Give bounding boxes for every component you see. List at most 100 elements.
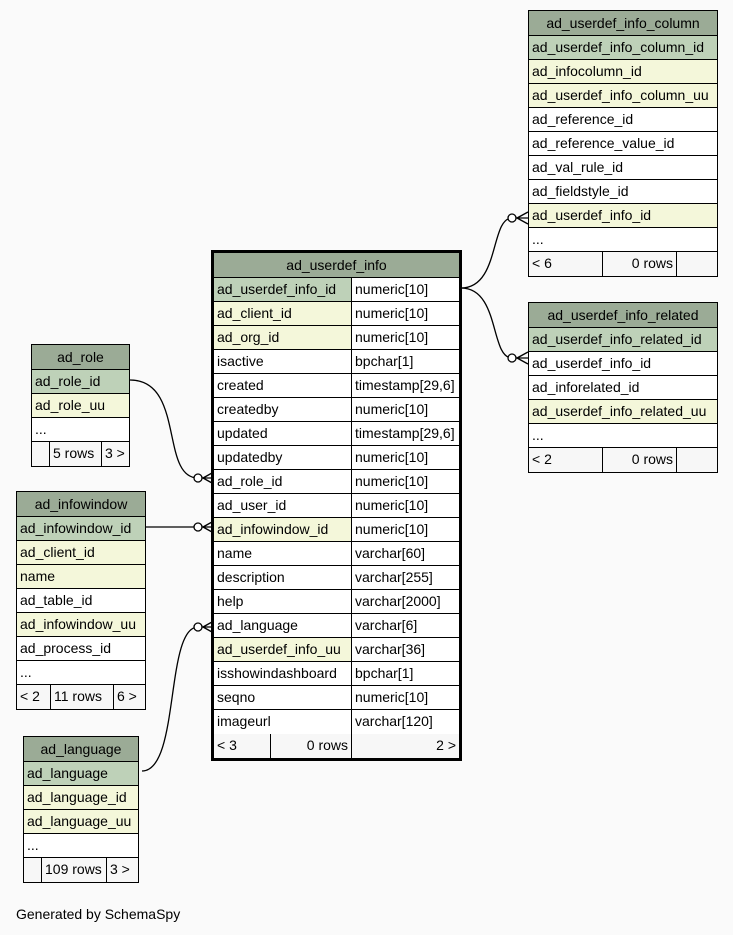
table-row[interactable]: ad_process_id bbox=[17, 637, 145, 661]
table-row[interactable]: ... bbox=[17, 661, 145, 685]
table-ad-role[interactable]: ad_role ad_role_id ad_role_uu ... 5 rows… bbox=[31, 344, 130, 467]
column-type: varchar[6] bbox=[352, 614, 459, 637]
column-name: updatedby bbox=[214, 446, 352, 469]
edge-end-circle bbox=[193, 622, 203, 632]
table-row[interactable]: ad_client_id bbox=[17, 541, 145, 565]
column-type: numeric[10] bbox=[352, 398, 459, 421]
table-row[interactable]: ad_userdef_info_related_uu bbox=[529, 400, 717, 424]
table-title[interactable]: ad_userdef_info_column bbox=[529, 11, 717, 36]
column-name: isactive bbox=[214, 350, 352, 373]
column-name: ad_userdef_info_uu bbox=[214, 638, 352, 661]
table-row[interactable]: ad_reference_id bbox=[529, 108, 717, 132]
table-title[interactable]: ad_userdef_info bbox=[214, 253, 459, 278]
table-row[interactable]: ad_language_id bbox=[24, 786, 138, 810]
table-row[interactable]: ... bbox=[32, 418, 129, 442]
column-type: numeric[10] bbox=[352, 302, 459, 325]
table-title[interactable]: ad_role bbox=[32, 345, 129, 370]
table-ad-infowindow[interactable]: ad_infowindow ad_infowindow_id ad_client… bbox=[16, 491, 146, 710]
table-row[interactable]: name bbox=[17, 565, 145, 589]
table-row[interactable]: ad_inforelated_id bbox=[529, 376, 717, 400]
column-name: ad_client_id bbox=[214, 302, 352, 325]
children-link[interactable]: 3 > bbox=[102, 442, 129, 466]
column-name: createdby bbox=[214, 398, 352, 421]
table-footer: < 3 0 rows 2 > bbox=[214, 734, 459, 758]
edge-info-related bbox=[460, 287, 528, 359]
table-row[interactable]: ad_language_uu bbox=[24, 810, 138, 834]
table-row[interactable]: ad_reference_value_id bbox=[529, 132, 717, 156]
edge-end-circle bbox=[507, 353, 517, 363]
table-row[interactable]: ad_table_id bbox=[17, 589, 145, 613]
table-row[interactable]: ad_infocolumn_id bbox=[529, 60, 717, 84]
column-type: numeric[10] bbox=[352, 494, 459, 517]
parents-link[interactable]: < 2 bbox=[529, 448, 603, 472]
column-name: updated bbox=[214, 422, 352, 445]
table-row[interactable]: ... bbox=[529, 424, 717, 448]
table-row[interactable]: ad_role_id bbox=[32, 370, 129, 394]
table-row[interactable]: ad_infowindow_id bbox=[17, 517, 145, 541]
table-title[interactable]: ad_userdef_info_related bbox=[529, 303, 717, 328]
edge-role bbox=[129, 379, 212, 479]
children-link[interactable]: 2 > bbox=[352, 734, 459, 758]
table-title[interactable]: ad_language bbox=[24, 737, 138, 762]
crows-foot bbox=[202, 521, 213, 533]
crows-foot bbox=[202, 621, 213, 633]
table-row[interactable]: ad_fieldstyle_id bbox=[529, 180, 717, 204]
table-row[interactable]: ad_role_uu bbox=[32, 394, 129, 418]
edge-end-circle bbox=[193, 522, 203, 532]
column-type: numeric[10] bbox=[352, 470, 459, 493]
table-row[interactable]: ad_userdef_info_column_uu bbox=[529, 84, 717, 108]
edge-language bbox=[141, 626, 212, 772]
column-type: numeric[10] bbox=[352, 278, 459, 301]
column-name: created bbox=[214, 374, 352, 397]
column-name: isshowindashboard bbox=[214, 662, 352, 685]
column-name: ad_language bbox=[214, 614, 352, 637]
generated-by-footer: Generated by SchemaSpy bbox=[16, 906, 181, 922]
column-type: timestamp[29,6] bbox=[352, 422, 459, 445]
children-link[interactable]: 3 > bbox=[107, 858, 138, 882]
column-type: varchar[2000] bbox=[352, 590, 459, 613]
table-row[interactable]: ad_val_rule_id bbox=[529, 156, 717, 180]
table-row[interactable]: ad_infowindow_uu bbox=[17, 613, 145, 637]
parents-link[interactable]: < 6 bbox=[529, 252, 603, 276]
table-row[interactable]: ... bbox=[529, 228, 717, 252]
table-ad-userdef-info-column[interactable]: ad_userdef_info_column ad_userdef_info_c… bbox=[528, 10, 718, 277]
table-row[interactable]: ad_userdef_info_column_id bbox=[529, 36, 717, 60]
crows-foot bbox=[516, 351, 529, 365]
table-ad-language[interactable]: ad_language ad_language ad_language_id a… bbox=[23, 736, 139, 883]
table-ad-userdef-info-related[interactable]: ad_userdef_info_related ad_userdef_info_… bbox=[528, 302, 718, 473]
table-row[interactable]: ad_language bbox=[24, 762, 138, 786]
crows-foot bbox=[516, 211, 529, 225]
children-link[interactable]: 6 > bbox=[114, 685, 145, 709]
table-row[interactable]: ad_userdef_info_id bbox=[529, 352, 717, 376]
table-row[interactable]: ad_userdef_info_id bbox=[529, 204, 717, 228]
parents-link[interactable]: < 2 bbox=[17, 685, 51, 709]
table-row[interactable]: ad_userdef_info_related_id bbox=[529, 328, 717, 352]
parents-link[interactable]: < 3 bbox=[214, 734, 271, 758]
table-title[interactable]: ad_infowindow bbox=[17, 492, 145, 517]
table-footer: 109 rows 3 > bbox=[24, 858, 138, 882]
table-row[interactable]: ... bbox=[24, 834, 138, 858]
column-type: varchar[36] bbox=[352, 638, 459, 661]
edge-end-circle bbox=[193, 473, 203, 483]
